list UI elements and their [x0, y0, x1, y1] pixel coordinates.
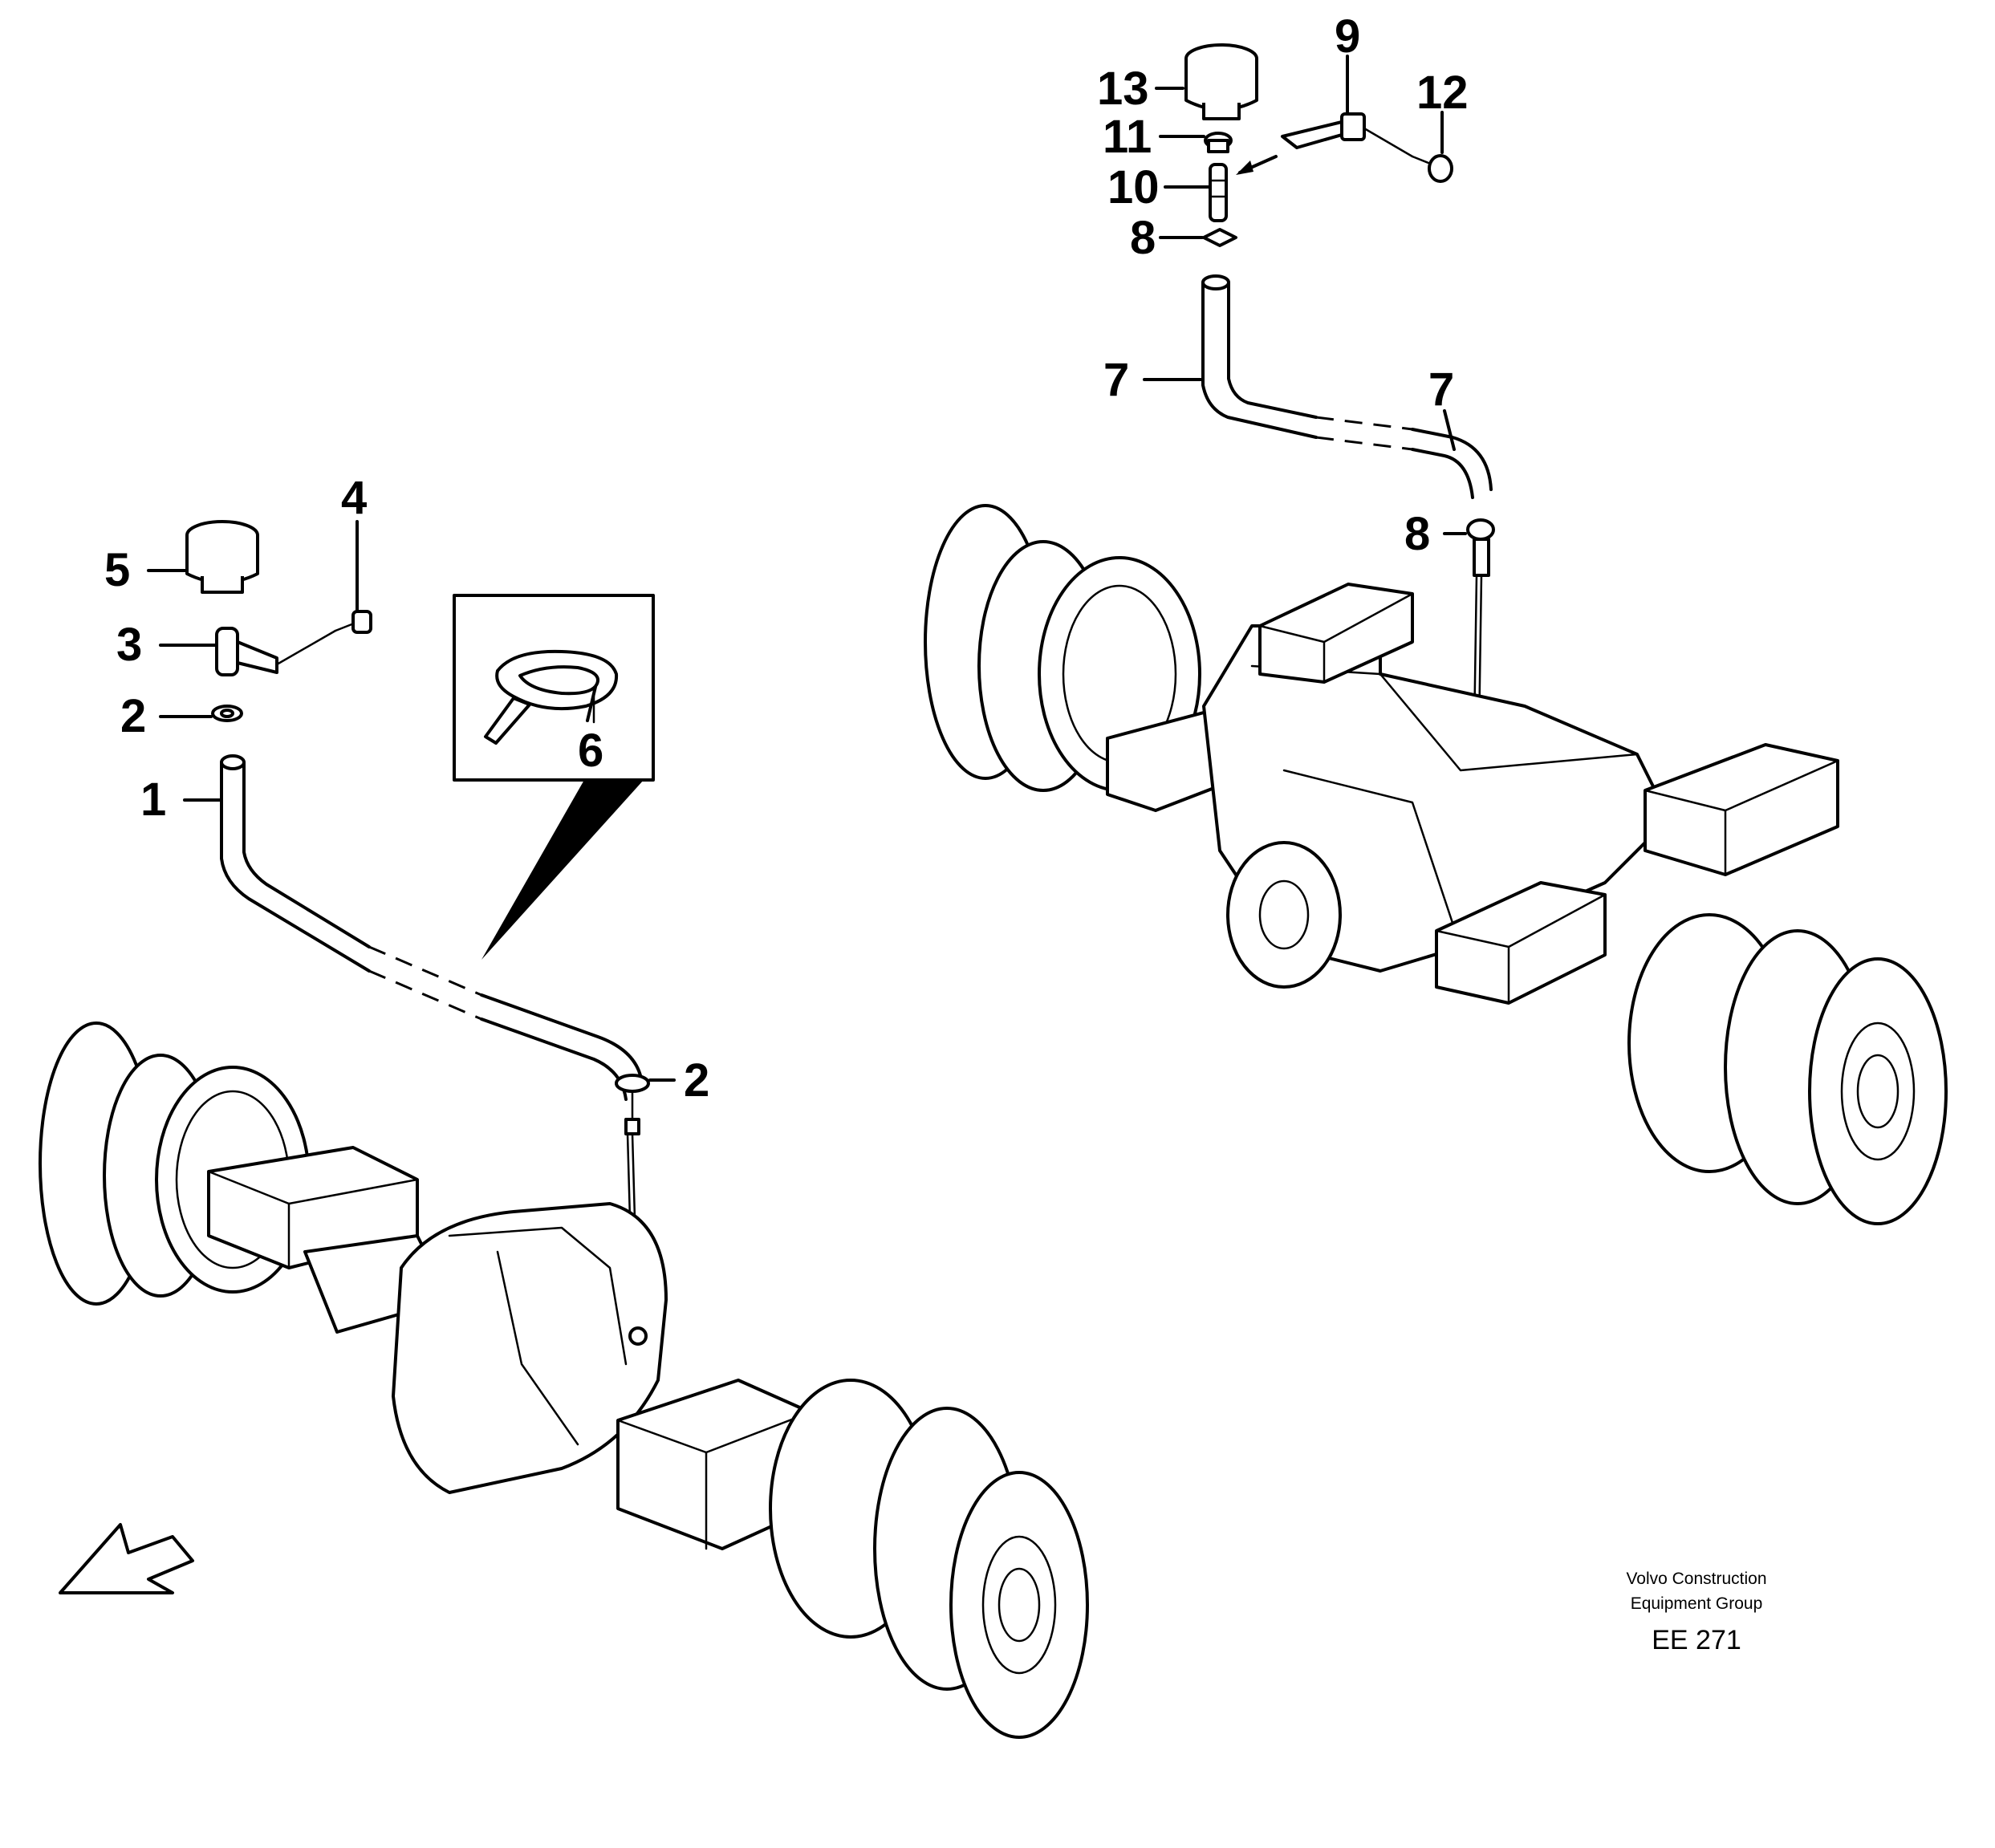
front-axle [39, 1021, 1089, 1739]
hose-1 [220, 754, 644, 1101]
callout-12: 12 [1416, 67, 1469, 119]
company-name-line2: Equipment Group [1631, 1594, 1763, 1613]
callout-8-upper: 8 [1130, 212, 1156, 264]
callout-2-lower: 2 [684, 1054, 709, 1107]
rear-axle [924, 504, 1948, 1225]
callout-10: 10 [1107, 161, 1160, 213]
callout-labels: 5 3 2 1 4 6 2 13 11 10 8 9 12 7 7 8 [104, 10, 1469, 1107]
connector-10 [1209, 155, 1278, 222]
callout-7-left: 7 [1103, 354, 1129, 406]
nipple-11 [1204, 132, 1233, 153]
callout-7-right: 7 [1428, 364, 1454, 416]
direction-arrow [59, 1523, 194, 1594]
callout-2-upper: 2 [120, 690, 146, 742]
callout-13: 13 [1097, 63, 1149, 115]
callout-1: 1 [140, 774, 166, 826]
drawing-code: EE 271 [1652, 1625, 1741, 1655]
callout-5: 5 [104, 544, 130, 596]
clamp-8-upper [1202, 228, 1237, 247]
callout-9: 9 [1335, 10, 1360, 63]
callout-6: 6 [578, 725, 603, 777]
screw-12 [1411, 154, 1453, 183]
inset-cable-tie [453, 594, 655, 960]
callout-3: 3 [116, 619, 142, 671]
hose-7 [1201, 274, 1493, 499]
clamp-2-upper [211, 705, 243, 722]
callout-4: 4 [341, 472, 367, 524]
company-name-line1: Volvo Construction [1626, 1570, 1766, 1588]
screw-4 [334, 610, 372, 634]
breather-cap-5 [185, 520, 259, 594]
breather-cap-13 [1184, 43, 1258, 120]
footer: Volvo Construction Equipment Group EE 27… [1626, 1570, 1766, 1655]
callout-8-lower: 8 [1404, 508, 1430, 560]
connector-3 [215, 627, 337, 676]
bracket-9 [1281, 112, 1414, 158]
callout-11: 11 [1103, 111, 1152, 163]
leader-lines [147, 55, 1467, 1082]
